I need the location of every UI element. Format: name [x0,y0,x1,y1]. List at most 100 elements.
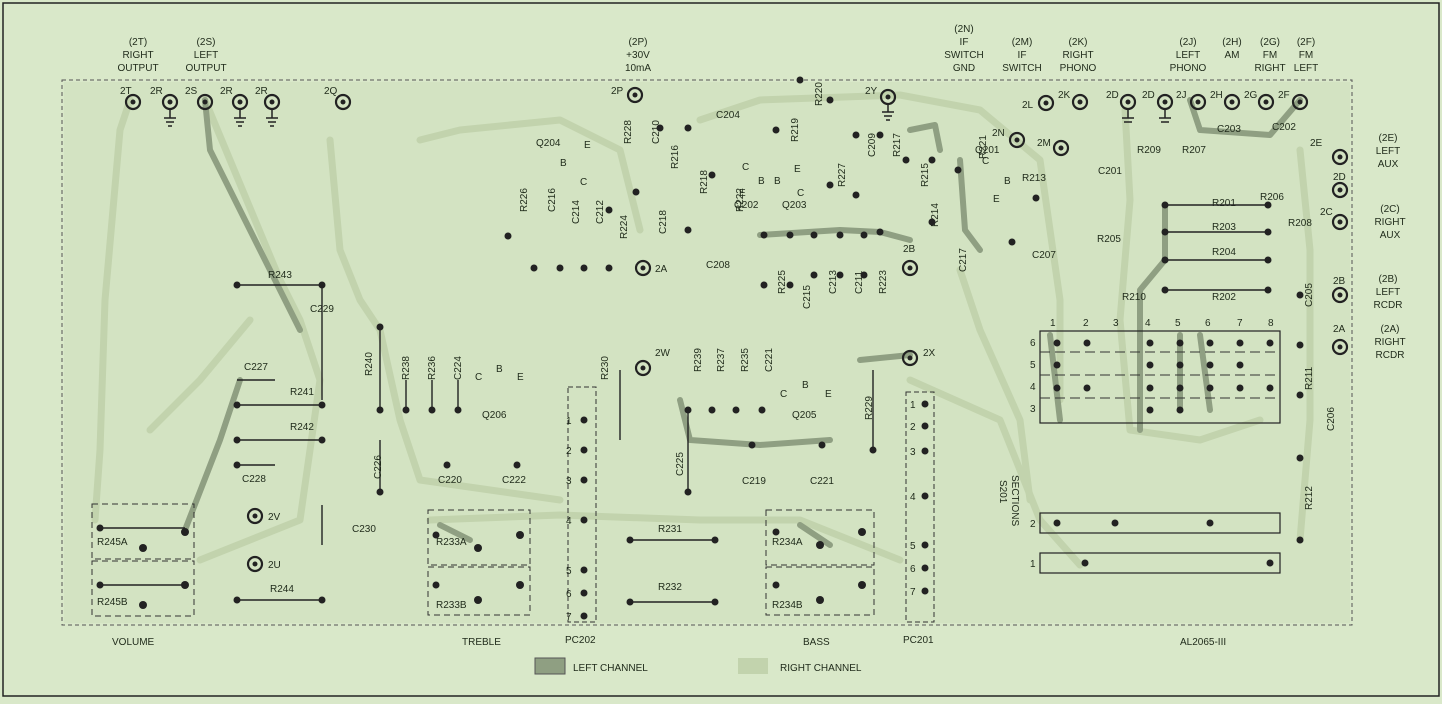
switch-contact [1146,361,1154,369]
pad-2d-2-center [1162,99,1168,105]
label-2n-1: (2N) [954,24,973,35]
pad-label-2u: 2U [268,560,281,571]
label-r209: R209 [1137,145,1161,156]
solder-dot [708,171,716,179]
label-r223: R223 [878,270,889,294]
solder-dot [902,156,910,164]
label-part-number: AL2065-III [1180,637,1226,648]
switch-contact [1053,339,1061,347]
solder-dot [1161,201,1169,209]
solder-dot [921,422,929,430]
label-r215: R215 [920,163,931,187]
solder-dot [816,596,824,604]
solder-dot [684,488,692,496]
solder-dot [921,492,929,500]
solder-dot [580,476,588,484]
solder-dot [1296,391,1304,399]
solder-dot [656,124,664,132]
pad-label-2y: 2Y [865,86,878,97]
label-bass: BASS [803,637,830,648]
pc201-pin-4: 4 [910,492,916,503]
pad-label-2r-2: 2R [220,86,233,97]
pad-2b [901,259,919,277]
solder-dot [580,566,588,574]
pad-2t [124,93,142,111]
solder-dot [836,271,844,279]
legend-right-label: RIGHT CHANNEL [780,663,862,674]
solder-dot [1296,454,1304,462]
solder-dot [556,264,564,272]
label-c215: C215 [802,285,813,309]
label-2s-2: LEFT [194,50,218,61]
label-treble: TREBLE [462,637,501,648]
label-2f-1: (2F) [1297,37,1315,48]
solder-dot [954,166,962,174]
switch-contact [1083,339,1091,347]
label-r233b: R233B [436,600,467,611]
label-c230: C230 [352,524,376,535]
s201-col-4: 4 [1145,318,1151,329]
treble-section: R240 R238 R236 C224 C B E Q206 C226 C220… [364,323,531,616]
label-r232: R232 [658,582,682,593]
pad-label-2n: 2N [992,128,1005,139]
solder-dot [474,544,482,552]
label-r217: R217 [892,133,903,157]
pad-label-2g: 2G [1244,90,1258,101]
pad-label-2d-3: 2D [1333,172,1346,183]
ground-icon [1122,109,1134,123]
label-2a-1: (2A) [1381,324,1400,335]
solder-dot [428,406,436,414]
pad-2d-3-center [1337,187,1343,193]
pad-2x [901,349,919,367]
pad-2b-right [1331,286,1349,304]
label-2k-1: (2K) [1069,37,1088,48]
solder-dot [711,598,719,606]
solder-dot [921,400,929,408]
pad-2b-center [907,265,913,271]
q204-pin-c: C [580,177,587,188]
mid-section: R230 R231 R232 C225 R239 R237 R235 C221 … [600,348,877,616]
solder-dot [1264,286,1272,294]
s201-col-7: 7 [1237,318,1243,329]
pad-2s-center [202,99,208,105]
pad-2a-right-center [1337,344,1343,350]
label-2p-3: 10mA [625,63,651,74]
pc202-label: PC202 [565,635,596,646]
label-r219: R219 [790,118,801,142]
pad-2x-center [907,355,913,361]
label-r210: R210 [1122,292,1146,303]
solder-dot [860,231,868,239]
pad-2d-3 [1331,181,1349,199]
pad-2q [334,93,352,111]
label-r204: R204 [1212,247,1236,258]
label-q201: Q201 [975,145,1000,156]
label-r203: R203 [1212,222,1236,233]
solder-dot [684,226,692,234]
q206-pin-b: B [496,364,503,375]
q202-pin-e: E [739,188,746,199]
pad-label-2b: 2B [903,244,916,255]
pad-2c-center [1337,219,1343,225]
label-2c-1: (2C) [1380,204,1399,215]
q203-pin-e: E [794,164,801,175]
solder-dot [826,96,834,104]
solder-dot [684,406,692,414]
s201-row-5: 5 [1030,360,1036,371]
solder-dot [869,446,877,454]
label-2n-2: IF [960,37,969,48]
s201-body [1039,330,1281,424]
q201-pin-c: C [982,156,989,167]
label-2f-3: LEFT [1294,63,1318,74]
right-section: R209 R207 C203 C202 C201 R205 R201 R203 … [1097,122,1337,544]
label-2k-2: RIGHT [1062,50,1093,61]
switch-contact [1266,559,1274,567]
q205-pin-c: C [780,389,787,400]
switch-contact [1176,361,1184,369]
treble-pot-b [427,566,531,616]
ground-icon [234,109,246,127]
solder-dot [139,544,147,552]
pad-2k [1071,93,1089,111]
pc201-pin-2: 2 [910,422,916,433]
label-2j-3: PHONO [1170,63,1207,74]
pad-2y-center [885,94,891,100]
